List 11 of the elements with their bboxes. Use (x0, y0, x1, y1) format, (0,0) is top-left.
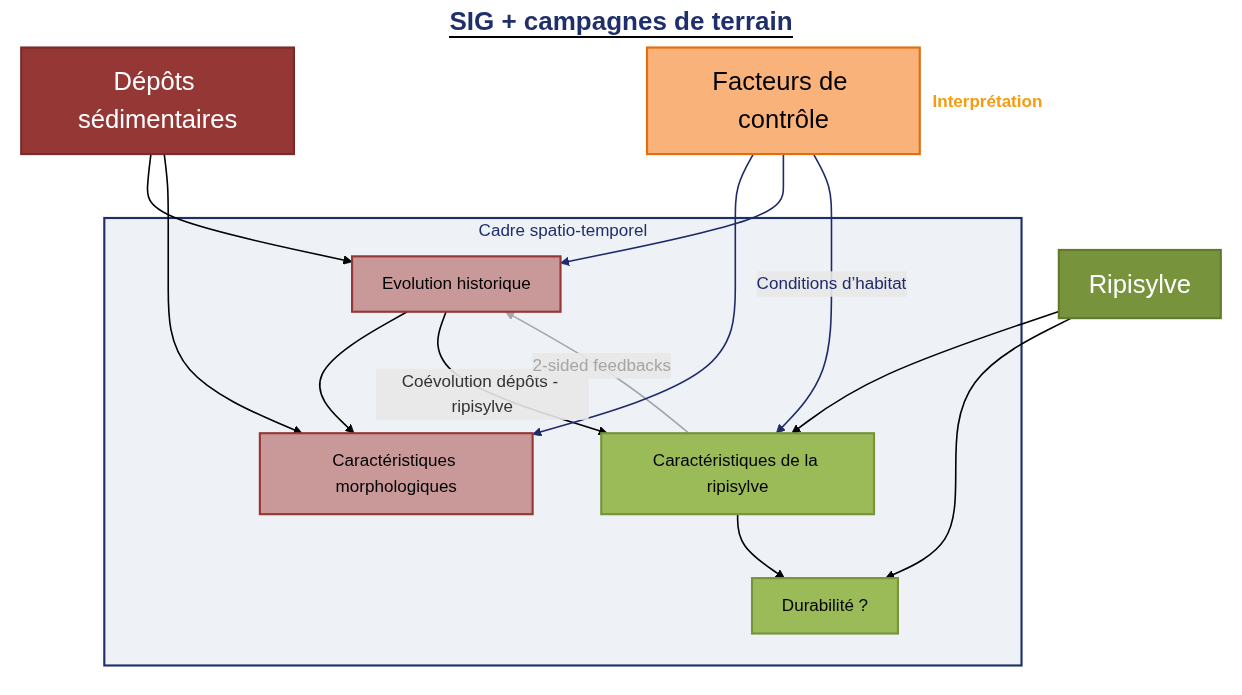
node-box: Evolution historique (351, 255, 562, 313)
node-caption: Interprétation (932, 92, 1043, 112)
arrow (505, 311, 690, 434)
node-box: Facteurs de contrôle (645, 46, 921, 156)
edge-label: Conditions d’habitat (756, 274, 907, 293)
node-box: Caractéristiques de la ripisylve (600, 432, 876, 516)
node-box: Durabilité ? (750, 577, 899, 635)
node-box: Caractéristiques morphologiques (258, 432, 534, 516)
node-box: Ripisylve (1057, 248, 1222, 320)
diagram-title: SIG + campagnes de terrain (449, 6, 793, 38)
node-box: Dépôts sédimentaires (20, 46, 295, 156)
